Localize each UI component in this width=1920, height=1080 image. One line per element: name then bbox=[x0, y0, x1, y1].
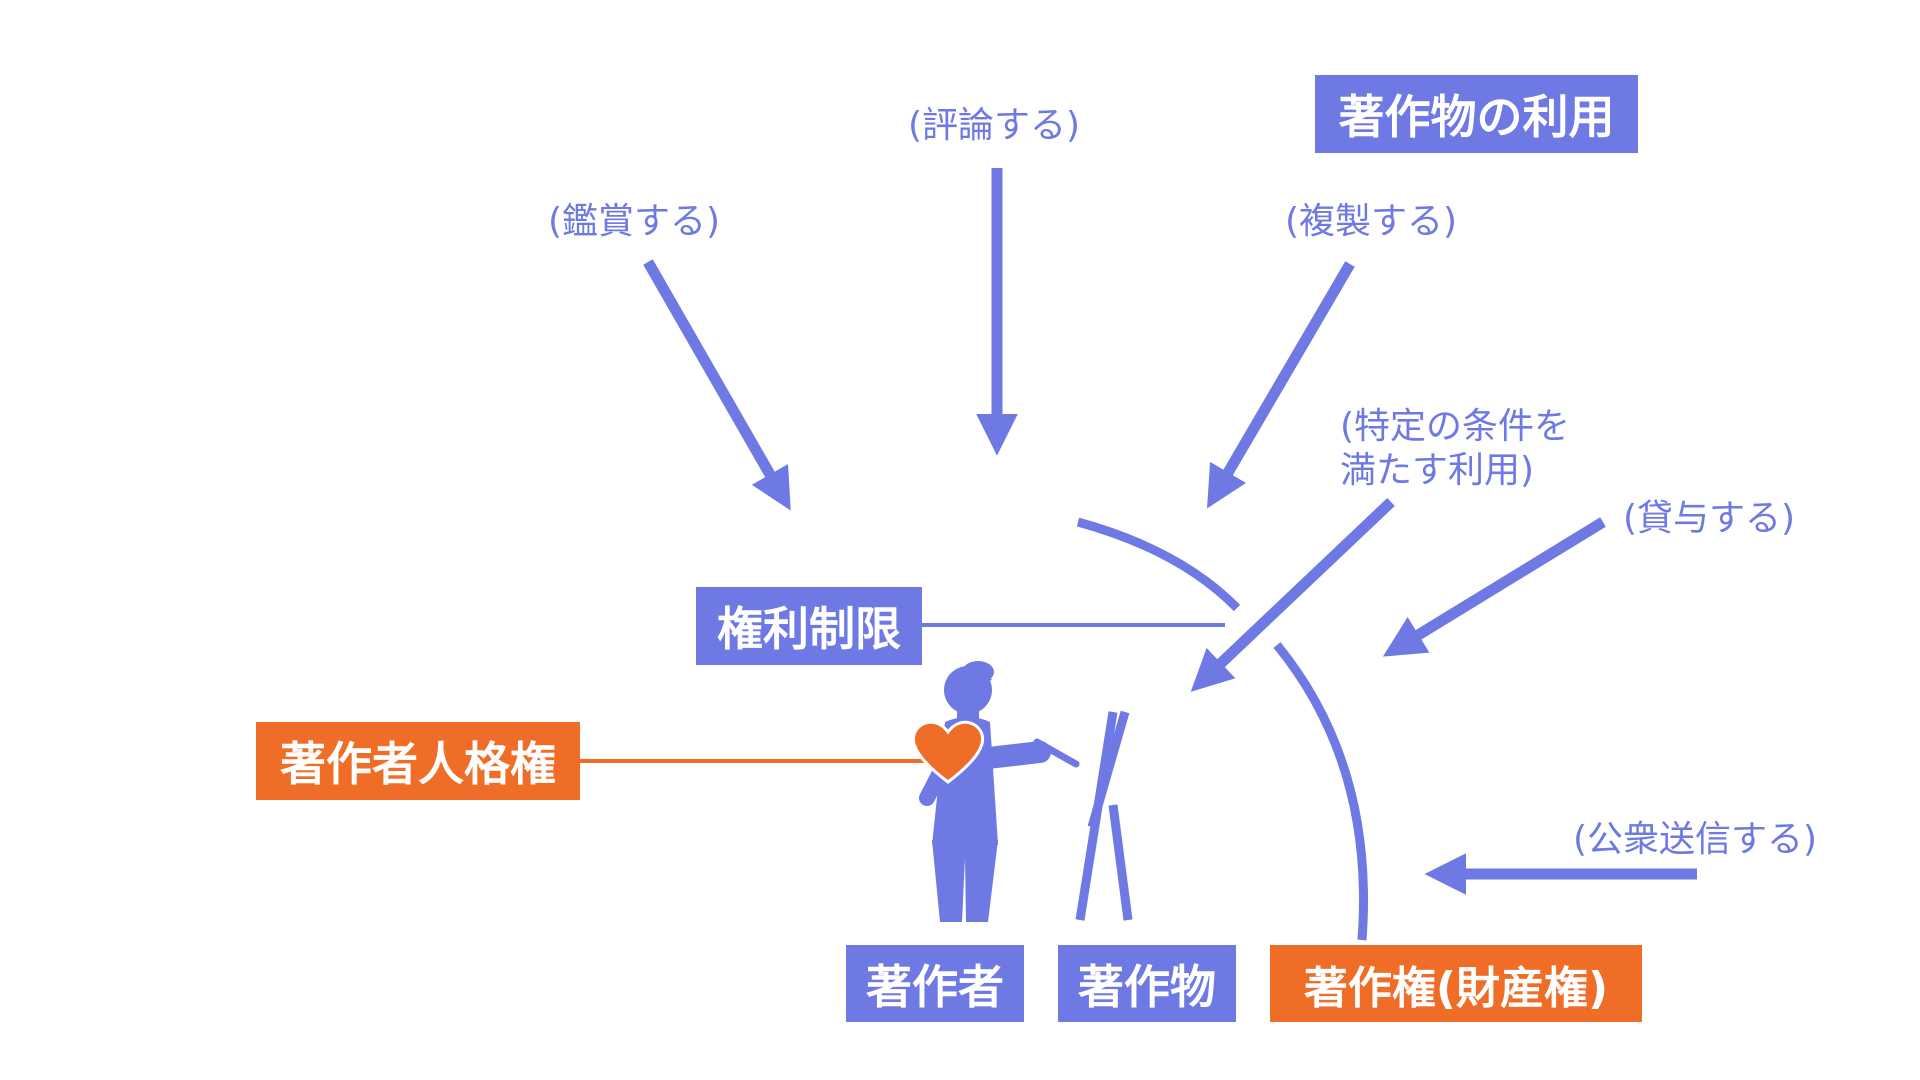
arrow-appreciate bbox=[643, 259, 791, 511]
arrow-conditional bbox=[1190, 498, 1395, 692]
person-painting-icon bbox=[919, 661, 1080, 922]
rights-limitation-box: 権利制限 bbox=[696, 587, 922, 665]
boundary-arc-upper bbox=[1076, 517, 1241, 612]
action-appreciate: (鑑賞する) bbox=[548, 201, 721, 242]
copyright-box: 著作権(財産権) bbox=[1270, 945, 1642, 1022]
arrow-lend bbox=[1382, 517, 1606, 657]
moral-rights-box: 著作者人格権 bbox=[256, 722, 580, 800]
action-reproduce: (複製する) bbox=[1285, 201, 1458, 242]
boundary-arc-lower bbox=[1273, 642, 1369, 941]
author-box: 著作者 bbox=[846, 945, 1024, 1022]
action-public-transmit: (公衆送信する) bbox=[1573, 819, 1818, 860]
action-conditional-line2: 満たす利用) bbox=[1340, 450, 1535, 491]
usage-title-box: 著作物の利用 bbox=[1315, 75, 1638, 153]
action-review: (評論する) bbox=[908, 105, 1081, 146]
work-box: 著作物 bbox=[1058, 945, 1236, 1022]
action-lend: (貸与する) bbox=[1623, 498, 1796, 539]
arrow-reproduce bbox=[1207, 261, 1355, 509]
heart-icon bbox=[911, 720, 985, 784]
easel-icon bbox=[1075, 710, 1133, 921]
action-conditional-line1: (特定の条件を bbox=[1340, 406, 1571, 447]
